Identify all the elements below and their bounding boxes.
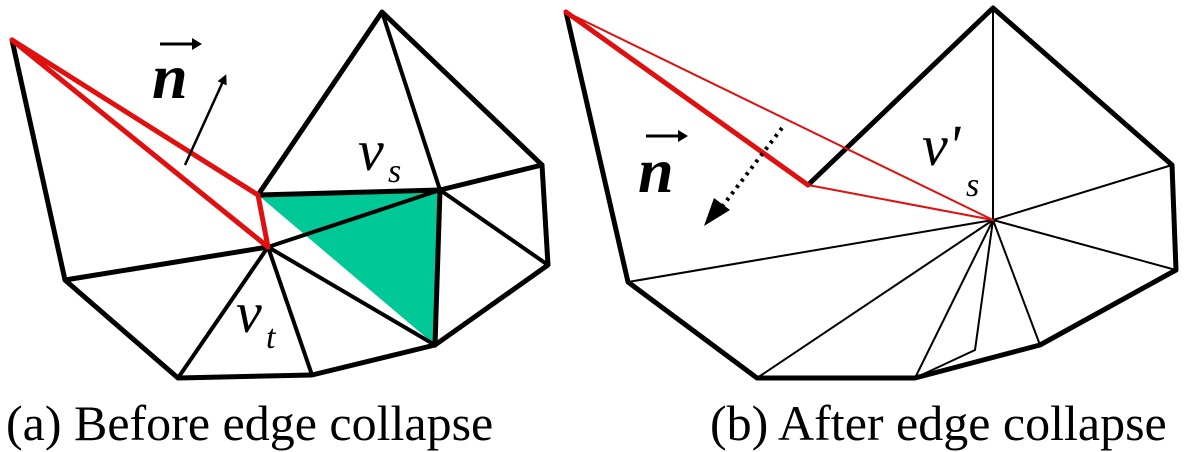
edge bbox=[266, 245, 437, 347]
collapse-edge bbox=[563, 9, 811, 188]
edge bbox=[437, 162, 545, 193]
edge bbox=[266, 245, 314, 377]
vertex-s-prime-label: v' bbox=[922, 113, 962, 178]
collapse-edge bbox=[9, 37, 271, 250]
collapse-edge bbox=[807, 184, 994, 221]
edge bbox=[974, 219, 994, 351]
vertex-t-subscript: t bbox=[266, 319, 277, 356]
vertex-t-label: v bbox=[236, 280, 262, 345]
panel-a-mesh bbox=[9, 9, 551, 381]
edge bbox=[255, 187, 443, 198]
edge bbox=[914, 349, 976, 379]
vector-arrowhead-icon bbox=[678, 130, 688, 142]
edge bbox=[266, 188, 442, 249]
edge bbox=[62, 244, 271, 283]
normal-symbol: n bbox=[638, 135, 674, 206]
panel-b-mesh bbox=[563, 5, 1179, 381]
collapse-edge bbox=[9, 37, 261, 198]
edge bbox=[992, 164, 1173, 221]
flipped-normal-arrowhead-icon bbox=[704, 198, 730, 226]
caption-b: (b) After edge collapse bbox=[710, 395, 1167, 451]
collapse-edge bbox=[565, 11, 994, 221]
edge bbox=[992, 219, 1177, 271]
vector-arrowhead-icon bbox=[192, 38, 202, 50]
edge bbox=[438, 188, 550, 267]
edge bbox=[627, 219, 994, 283]
edge bbox=[756, 219, 994, 379]
flipped-triangle bbox=[258, 190, 440, 345]
edge bbox=[176, 245, 270, 380]
edge bbox=[380, 10, 442, 192]
vertex-s-prime-subscript: s bbox=[966, 167, 979, 204]
panel-b-normal-label: n bbox=[638, 130, 688, 206]
vertex-s-label: v bbox=[358, 118, 384, 183]
edge bbox=[432, 187, 443, 348]
collapse-edge bbox=[255, 192, 271, 250]
caption-a: (a) Before edge collapse bbox=[6, 395, 493, 451]
vertex-s-subscript: s bbox=[388, 153, 401, 190]
edge bbox=[914, 219, 994, 379]
normal-arrow bbox=[183, 74, 227, 166]
panel-a-normal-label: n bbox=[152, 38, 202, 112]
edge bbox=[992, 219, 1041, 346]
flipped-normal-arrow bbox=[716, 126, 784, 214]
normal-symbol: n bbox=[152, 41, 188, 112]
